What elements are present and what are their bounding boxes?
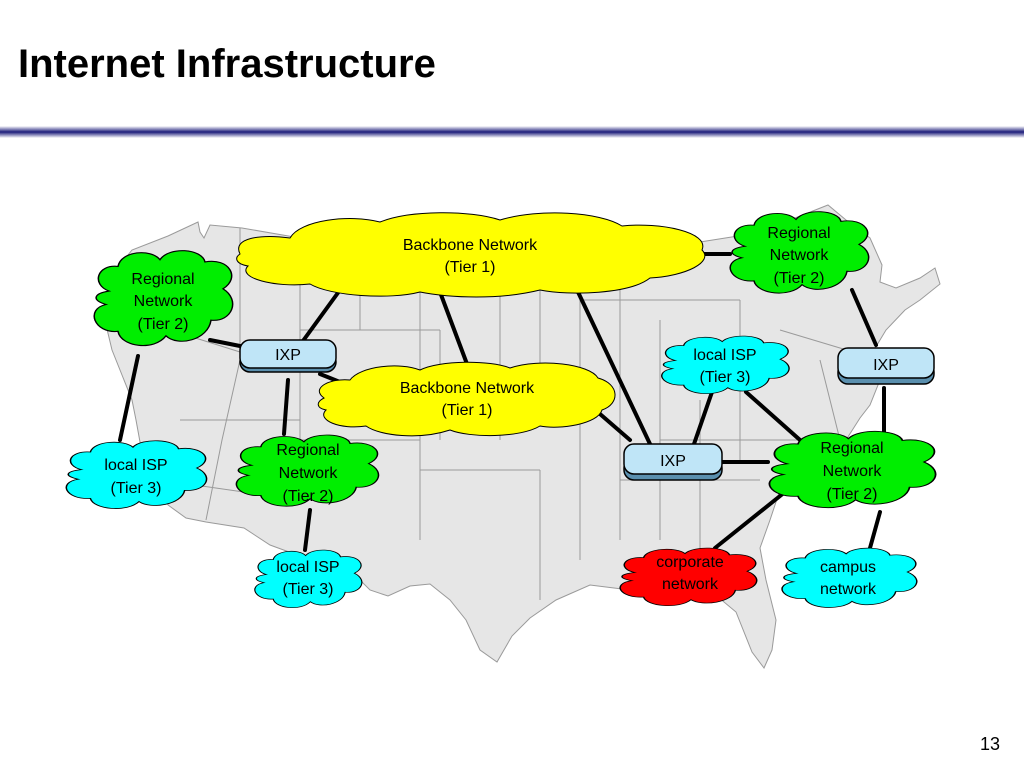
regional-network-west-label-line1: Regional — [131, 271, 194, 288]
link-local-isp-midwest-to-regional-southeast — [744, 390, 802, 442]
link-backbone-mid-to-ixp-south — [598, 412, 632, 442]
regional-network-northeast: Regional Network (Tier 2) — [729, 210, 870, 294]
local-isp-midwest-label-line1: local ISP — [693, 347, 756, 364]
regional-network-southeast-label-line3: (Tier 2) — [827, 486, 878, 503]
regional-network-west-label-line2: Network — [134, 293, 194, 310]
corporate-network: corporate network — [619, 547, 758, 607]
local-isp-midwest: local ISP (Tier 3) — [661, 335, 790, 395]
campus-network: campus network — [781, 547, 918, 609]
regional-network-central-label-line2: Network — [279, 465, 339, 482]
regional-network-central-label-line1: Regional — [276, 442, 339, 459]
backbone-network-top: Backbone Network (Tier 1) — [236, 212, 706, 298]
link-backbone-top-to-ixp-south — [576, 290, 652, 446]
link-backbone-top-to-backbone-mid — [438, 290, 472, 374]
local-isp-west-label-line1: local ISP — [104, 457, 167, 474]
ixp-east: IXP — [837, 347, 935, 385]
slide-title: Internet Infrastructure — [18, 42, 436, 86]
ixp-west-label: IXP — [275, 347, 301, 364]
page-number: 13 — [979, 734, 1000, 754]
link-ixp-south-to-local-isp-midwest — [692, 390, 714, 446]
campus-network-label-line1: campus — [820, 559, 876, 576]
backbone-network-middle-label-line2: (Tier 1) — [442, 402, 493, 419]
link-regional-northeast-to-ixp-east — [850, 288, 878, 347]
link-regional-west-to-local-isp-west — [118, 354, 140, 442]
backbone-network-top-label-line2: (Tier 1) — [445, 259, 496, 276]
ixp-south-label: IXP — [660, 453, 686, 470]
title-rule — [0, 126, 1024, 138]
link-ixp-west-to-regional-central — [282, 378, 290, 436]
regional-network-central: Regional Network (Tier 2) — [235, 434, 380, 507]
link-regional-southeast-to-campus — [868, 510, 882, 550]
backbone-network-middle: Backbone Network (Tier 1) — [317, 361, 616, 437]
backbone-network-middle-label-line1: Backbone Network — [400, 380, 535, 397]
ixp-east-label: IXP — [873, 357, 899, 374]
link-regional-central-to-local-isp-central — [303, 508, 312, 552]
regional-network-southeast-label-line2: Network — [823, 463, 883, 480]
campus-network-label-line2: network — [820, 581, 877, 598]
regional-network-west: Regional Network (Tier 2) — [93, 249, 234, 347]
regional-network-southeast-label-line1: Regional — [820, 440, 883, 457]
regional-network-northeast-label-line1: Regional — [767, 225, 830, 242]
backbone-network-top-label-line1: Backbone Network — [403, 237, 538, 254]
regional-network-central-label-line3: (Tier 2) — [283, 488, 334, 505]
local-isp-west-label-line2: (Tier 3) — [111, 480, 162, 497]
local-isp-midwest-label-line2: (Tier 3) — [700, 369, 751, 386]
local-isp-central: local ISP (Tier 3) — [254, 549, 363, 609]
corporate-network-label-line1: corporate — [656, 554, 724, 571]
corporate-network-label-line2: network — [662, 576, 719, 593]
link-regional-southeast-to-corporate — [713, 486, 792, 550]
regional-network-northeast-label-line2: Network — [770, 247, 830, 264]
local-isp-west: local ISP (Tier 3) — [65, 439, 208, 510]
link-backbone-top-to-ixp-west — [298, 288, 342, 347]
ixp-west: IXP — [239, 339, 337, 373]
local-isp-central-label-line1: local ISP — [276, 559, 339, 576]
regional-network-west-label-line3: (Tier 2) — [138, 316, 189, 333]
ixp-south: IXP — [623, 443, 723, 481]
regional-network-northeast-label-line3: (Tier 2) — [774, 270, 825, 287]
regional-network-southeast: Regional Network (Tier 2) — [768, 430, 937, 509]
local-isp-central-label-line2: (Tier 3) — [283, 581, 334, 598]
link-regional-west-to-ixp-west — [208, 338, 242, 348]
links — [118, 252, 886, 552]
